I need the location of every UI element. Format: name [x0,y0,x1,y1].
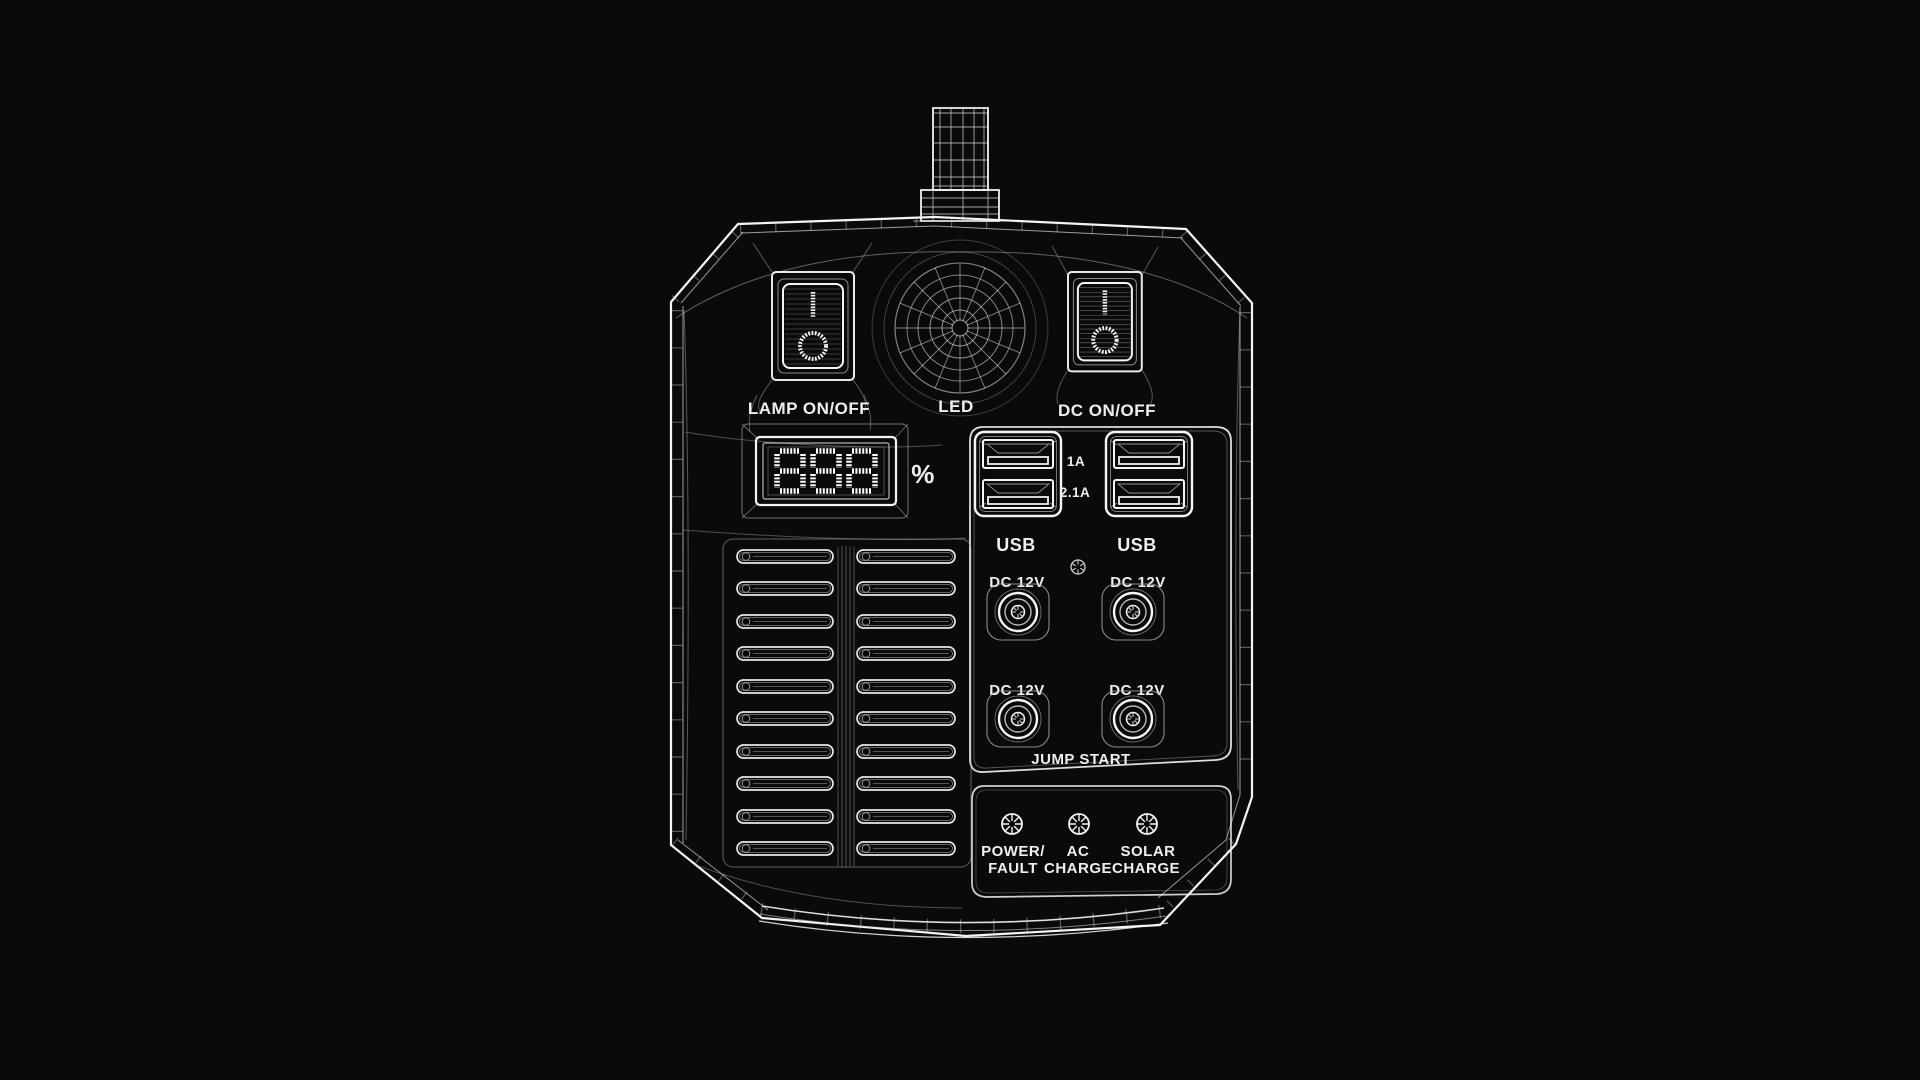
usb-port-left [975,432,1061,516]
dc-output-top-left: DC 12V [985,574,1051,642]
edge-bands [675,222,1246,938]
lamp-switch[interactable] [772,272,854,380]
usb-current-2.1a-label: 2.1A [1060,485,1091,500]
vent-grille [723,539,971,868]
dc-switch[interactable] [1068,272,1142,371]
power-fault-label-line2: FAULT [988,860,1038,877]
power-fault-led-icon [1001,813,1023,835]
battery-display: 888 % [742,424,935,518]
power-station-device: LAMP ON/OFF DC ON/OFF LED [660,210,1260,940]
ac-charge-led-icon [1068,813,1090,835]
lamp-switch-label: LAMP ON/OFF [748,399,870,418]
usb-port-right [1106,432,1192,516]
led-lamp [884,252,1036,404]
battery-percentage-value: 888 [789,450,864,499]
device-outline [671,217,1252,936]
dc-output-top-right: DC 12V [1100,574,1166,642]
vent-grille-right [856,549,956,856]
solar-charge-led-icon [1136,813,1158,835]
top-connector [913,108,1007,221]
jump-start-label: JUMP START [1031,751,1130,768]
ac-charge-label-line2: CHARGE [1044,860,1112,877]
power-fault-label-line1: POWER/ [981,843,1045,860]
dc-output-bottom-left: DC 12V [985,682,1051,749]
ac-charge-label-line1: AC [1067,843,1090,860]
usb-label-right: USB [1117,535,1157,555]
usb-dc-panel: 1A 2.1A USB USB DC 12V DC 12V DC 12V DC … [970,427,1231,772]
vent-grille-left [736,549,834,856]
battery-percentage-unit: % [911,459,935,489]
usb-label-left: USB [996,535,1036,555]
dc-12v-label: DC 12V [989,574,1045,591]
ac-charge-indicator: AC CHARGE [1044,813,1112,877]
dc-switch-label: DC ON/OFF [1058,401,1156,420]
dc-12v-label: DC 12V [1110,574,1166,591]
power-fault-indicator: POWER/ FAULT [981,813,1045,877]
solar-charge-label-line1: SOLAR [1121,843,1176,860]
led-label: LED [938,397,974,416]
solar-charge-label-line2: CHARGE [1112,860,1180,877]
usb-current-1a-label: 1A [1067,454,1085,469]
screw-icon [1070,559,1086,575]
solar-charge-indicator: SOLAR CHARGE [1112,813,1180,877]
dc-output-bottom-right: DC 12V [1100,682,1166,749]
charge-indicator-panel: POWER/ FAULT AC CHARGE SOLAR CHARGE [972,786,1231,897]
